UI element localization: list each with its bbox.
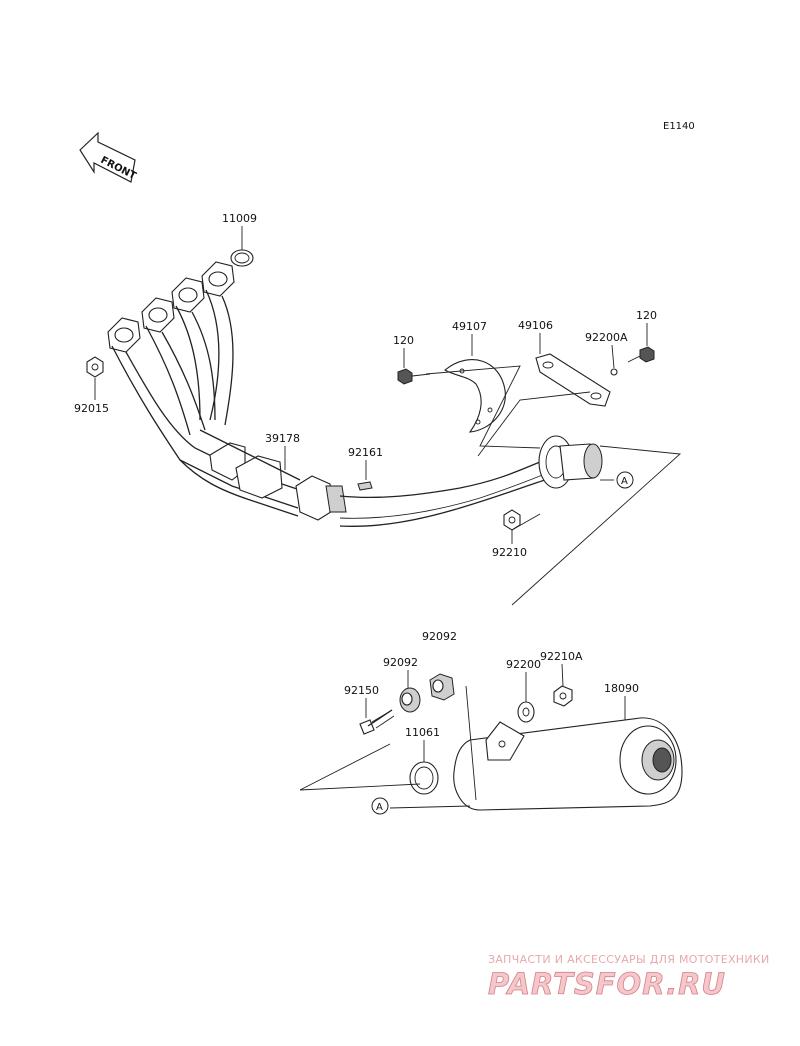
watermark: ЗАПЧАСТИ И АКСЕССУАРЫ ДЛЯ МОТОТЕХНИКИ PA…	[488, 953, 770, 1001]
label-92200: 92200	[506, 658, 541, 671]
leader-lines-upper	[425, 365, 682, 606]
label-120-right: 120	[636, 309, 657, 322]
reference-label-lower: A	[376, 802, 383, 813]
nut-92015-icon	[86, 356, 104, 378]
heat-shield-49107-icon	[444, 359, 506, 433]
reference-label-upper: A	[621, 476, 628, 487]
header-flange-icon	[107, 261, 235, 353]
gasket-11009-icon	[230, 249, 254, 267]
label-39178: 39178	[265, 432, 300, 445]
label-11061: 11061	[405, 726, 440, 739]
clip-92161-icon	[357, 481, 373, 491]
label-120-left: 120	[393, 334, 414, 347]
rubber-92092-toothed-icon	[429, 673, 455, 701]
front-arrow-icon: FRONT	[79, 131, 138, 183]
reference-a-upper: A	[616, 471, 634, 489]
label-92092: 92092	[383, 656, 418, 669]
label-92210: 92210	[492, 546, 527, 559]
bolt-120-left-icon	[397, 368, 431, 385]
washer-92200-icon	[517, 701, 535, 723]
label-92200A: 92200A	[585, 331, 628, 344]
label-49107: 49107	[452, 320, 487, 333]
watermark-brand: PARTSFOR.RU	[488, 967, 726, 1001]
bracket-49106-icon	[535, 353, 611, 407]
label-18090: 18090	[604, 682, 639, 695]
diagram-code: E1140	[663, 121, 695, 132]
washer-92200A-icon	[610, 368, 618, 376]
reference-a-lower: A	[371, 797, 389, 815]
nut-92210A-icon	[553, 685, 573, 707]
bolt-120-right-icon	[627, 346, 655, 363]
pipe-outlet-icon	[583, 443, 603, 479]
label-92150: 92150	[344, 684, 379, 697]
label-92092-top: 92092	[422, 630, 457, 643]
part-labels: 11009 92015 39178 92161 120 49107 49106 …	[74, 212, 657, 762]
bolt-92150-icon	[359, 709, 395, 735]
muffler-assembly	[299, 673, 683, 811]
label-11009: 11009	[222, 212, 257, 225]
rubber-92092-icon	[399, 687, 421, 713]
exhaust-header-pipes	[86, 249, 603, 527]
label-49106: 49106	[518, 319, 553, 332]
label-92015: 92015	[74, 402, 109, 415]
watermark-tagline: ЗАПЧАСТИ И АКСЕССУАРЫ ДЛЯ МОТОТЕХНИКИ	[488, 953, 770, 966]
label-92161: 92161	[348, 446, 383, 459]
label-92210A: 92210A	[540, 650, 583, 663]
